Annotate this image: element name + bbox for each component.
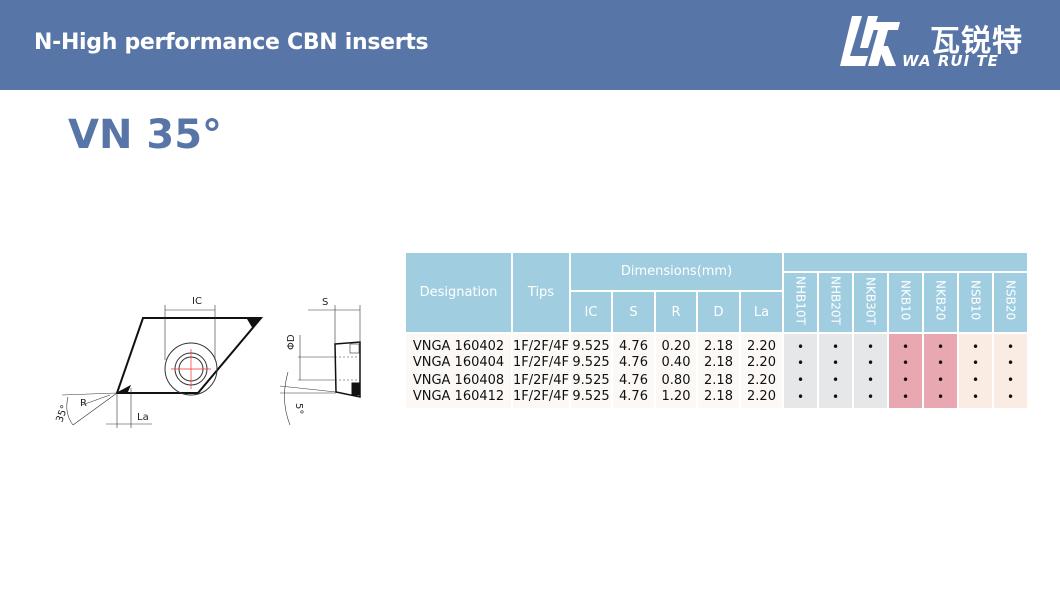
grade-mark: •: [957, 389, 995, 408]
grade-mark: •: [887, 389, 925, 408]
specs-table: Designation Tips Dimensions(mm) NHB10T N…: [404, 251, 1030, 408]
cell-r: 1.20: [654, 389, 699, 408]
cell-ic: 9.525: [569, 389, 614, 408]
grade-mark: •: [957, 371, 995, 389]
cell-r: 0.80: [654, 371, 699, 389]
cell-la: 2.20: [739, 371, 785, 389]
header-grade: NKB20: [922, 271, 960, 334]
logo-text-en: WA RUI TE: [902, 52, 999, 70]
cell-tips: 1F/2F/4F: [510, 371, 572, 389]
cell-designation: VNGA 160402: [404, 333, 513, 354]
ic-label: IC: [192, 296, 202, 307]
page-title: N-High performance CBN inserts: [34, 30, 429, 55]
grade-mark: •: [817, 371, 855, 389]
header-grade: NHB10T: [782, 271, 820, 334]
grade-mark: •: [887, 333, 925, 354]
angle-label: 35°: [54, 404, 70, 424]
s-label: S: [322, 297, 328, 308]
cell-r: 0.40: [654, 354, 699, 372]
cell-ic: 9.525: [569, 354, 614, 372]
cell-d: 2.18: [696, 333, 742, 354]
header-r: R: [654, 290, 699, 334]
section-heading: VN 35°: [68, 112, 223, 158]
cell-d: 2.18: [696, 389, 742, 408]
cell-tips: 1F/2F/4F: [510, 354, 572, 372]
clearance-label: 5°: [293, 403, 304, 414]
grade-mark: •: [922, 389, 960, 408]
cell-la: 2.20: [739, 354, 785, 372]
header-grade: NKB30T: [852, 271, 890, 334]
header-tips: Tips: [510, 251, 572, 334]
cell-la: 2.20: [739, 389, 785, 408]
grade-mark: •: [852, 354, 890, 372]
top-banner: N-High performance CBN inserts 瓦锐特 WA RU…: [0, 0, 1060, 90]
grade-mark: •: [992, 333, 1030, 354]
cell-designation: VNGA 160404: [404, 354, 513, 372]
grade-mark: •: [887, 371, 925, 389]
grade-mark: •: [817, 333, 855, 354]
header-la: La: [739, 290, 785, 334]
cell-r: 0.20: [654, 333, 699, 354]
cell-s: 4.76: [611, 333, 657, 354]
header-grade: NSB20: [992, 271, 1030, 334]
cell-tips: 1F/2F/4F: [510, 389, 572, 408]
grade-mark: •: [782, 371, 820, 389]
r-label: R: [80, 398, 87, 409]
grade-mark: •: [817, 354, 855, 372]
grade-mark: •: [852, 333, 890, 354]
grade-mark: •: [782, 389, 820, 408]
header-grade: NHB20T: [817, 271, 855, 334]
grade-mark: •: [957, 354, 995, 372]
phi-d-label: ΦD: [286, 334, 297, 350]
header-dimensions: Dimensions(mm): [569, 251, 785, 292]
cell-d: 2.18: [696, 371, 742, 389]
insert-outline: [115, 317, 264, 394]
header-grades: [782, 251, 1030, 273]
cell-d: 2.18: [696, 354, 742, 372]
grade-mark: •: [992, 389, 1030, 408]
brand-logo: 瓦锐特 WA RUI TE: [838, 14, 1038, 74]
cell-ic: 9.525: [569, 333, 614, 354]
grade-mark: •: [957, 333, 995, 354]
header-d: D: [696, 290, 742, 334]
cell-s: 4.76: [611, 354, 657, 372]
grade-mark: •: [852, 389, 890, 408]
logo-text-cn: 瓦锐特: [930, 24, 1023, 59]
cell-tips: 1F/2F/4F: [510, 333, 572, 354]
grade-mark: •: [992, 354, 1030, 372]
grade-mark: •: [922, 371, 960, 389]
insert-drawing: IC R 35° La S ΦD 5°: [54, 296, 361, 428]
header-ic: IC: [569, 290, 614, 334]
grade-mark: •: [922, 354, 960, 372]
header-s: S: [611, 290, 657, 334]
grade-mark: •: [782, 354, 820, 372]
cell-la: 2.20: [739, 333, 785, 354]
cell-designation: VNGA 160412: [404, 389, 513, 408]
grade-mark: •: [887, 354, 925, 372]
grade-mark: •: [782, 333, 820, 354]
cell-designation: VNGA 160408: [404, 371, 513, 389]
la-label: La: [137, 412, 149, 423]
grade-mark: •: [852, 371, 890, 389]
header-designation: Designation: [404, 251, 513, 334]
cell-ic: 9.525: [569, 371, 614, 389]
grade-mark: •: [922, 333, 960, 354]
logo-mark-icon: [840, 16, 900, 66]
header-grade: NSB10: [957, 271, 995, 334]
grade-mark: •: [817, 389, 855, 408]
cell-s: 4.76: [611, 389, 657, 408]
cell-s: 4.76: [611, 371, 657, 389]
grade-mark: •: [992, 371, 1030, 389]
header-grade: NKB10: [887, 271, 925, 334]
